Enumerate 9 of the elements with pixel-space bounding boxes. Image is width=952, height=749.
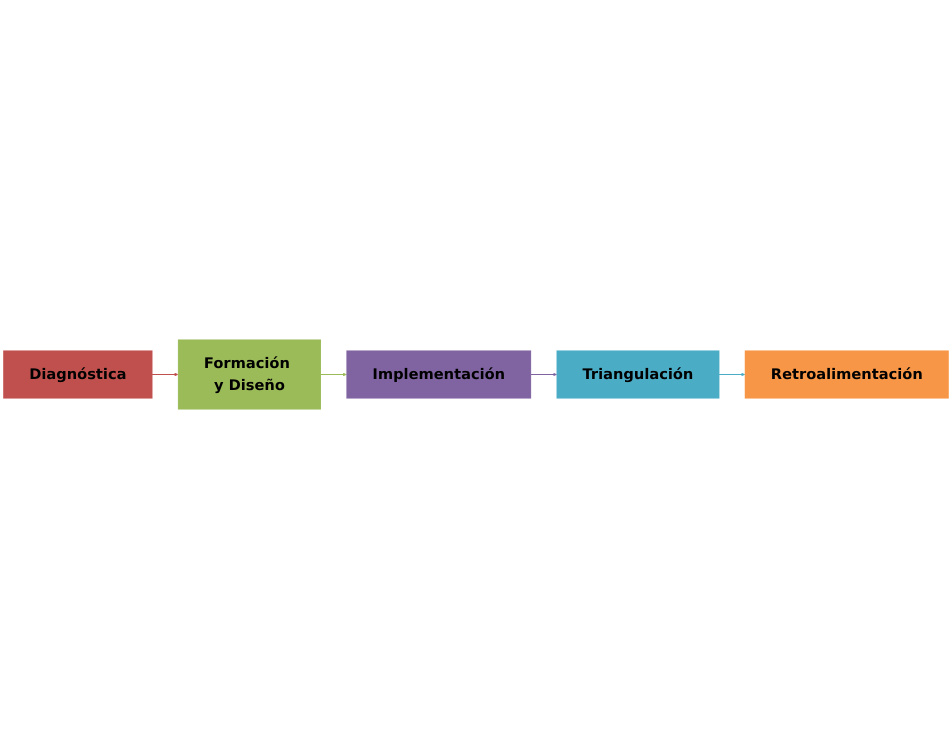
node-box: Diagnóstica	[3, 350, 153, 399]
arrow	[530, 372, 557, 376]
node-box: Implementación	[346, 350, 532, 399]
arrow	[719, 372, 746, 376]
node-box: Formación y Diseño	[178, 339, 321, 410]
node-box: Triangulación	[556, 350, 720, 399]
arrow	[152, 372, 178, 376]
arrow	[320, 372, 347, 376]
node-box: Retroalimentación	[744, 350, 949, 399]
